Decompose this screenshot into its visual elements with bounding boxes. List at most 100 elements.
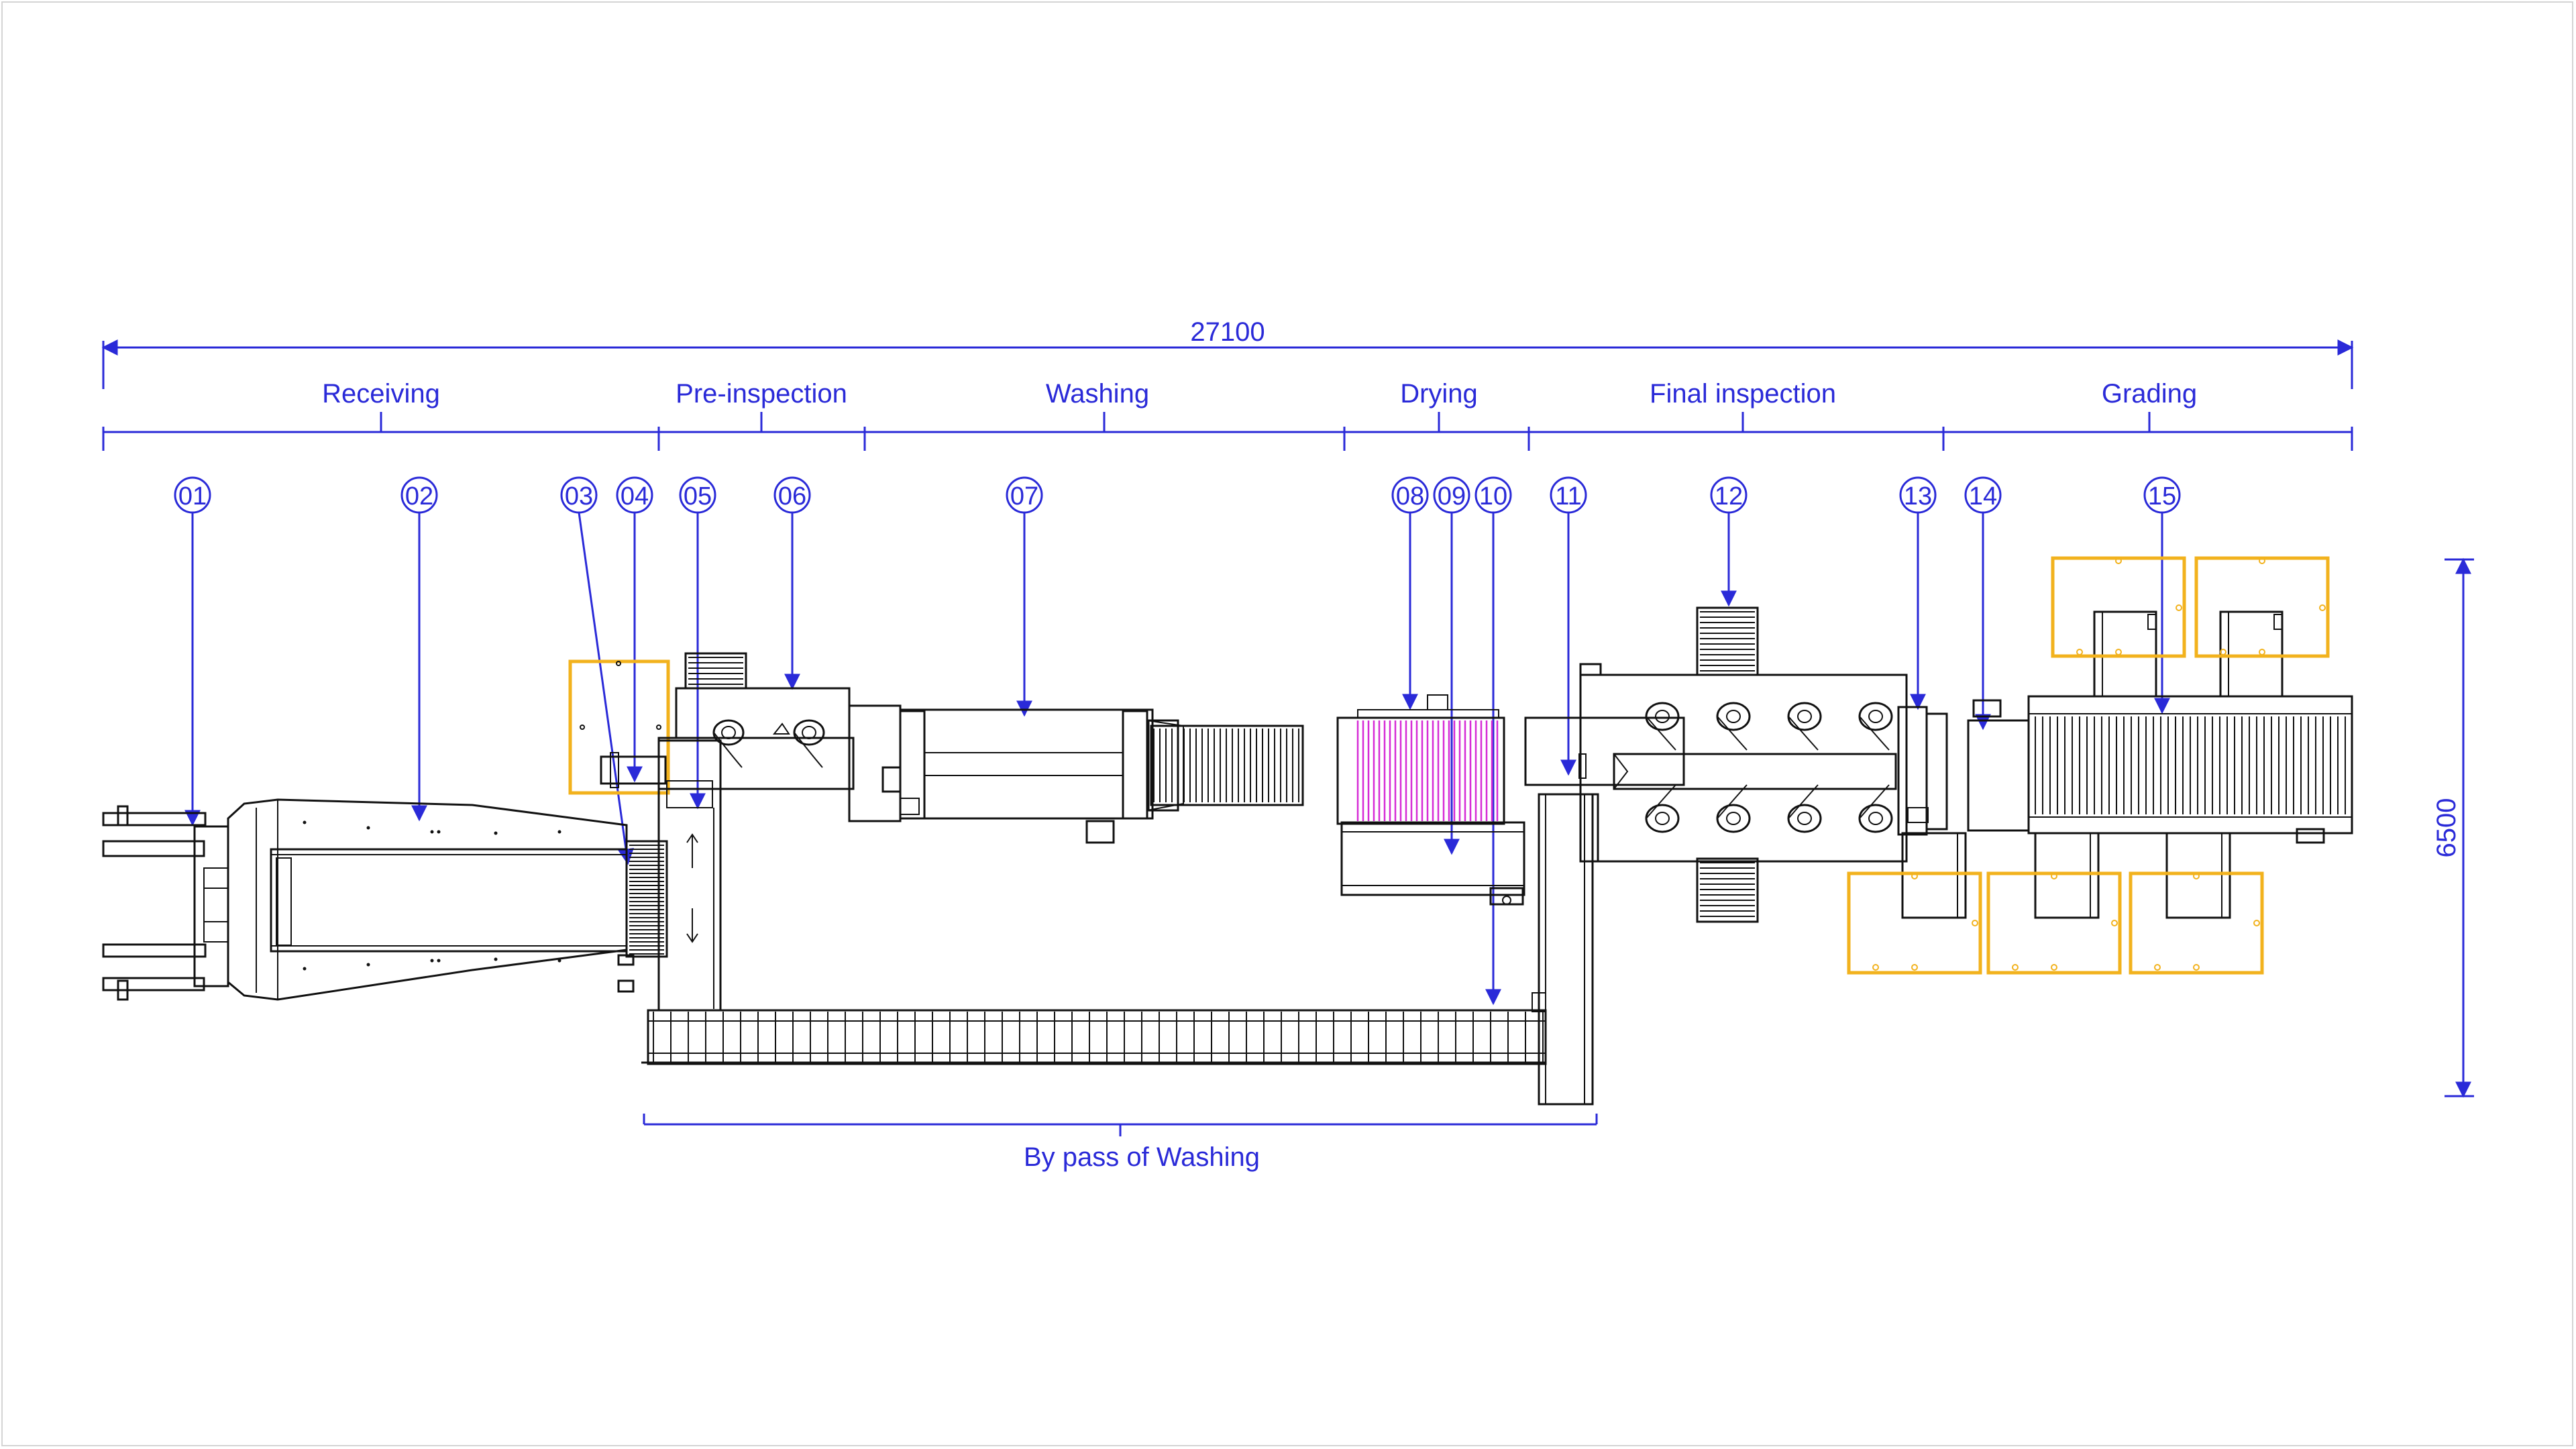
svg-text:11: 11 [1555,482,1581,511]
receiving-hopper-02 [227,798,628,1001]
svg-text:03: 03 [565,482,593,511]
inspector-arm [1788,784,1819,819]
bin-fixing-point [2051,964,2057,971]
inspector-head [1726,710,1741,723]
inspector-head [1868,710,1883,723]
grading-bins [1847,556,2330,975]
bypass-conveyor-10 [641,1009,1547,1065]
inspector-arm [1859,716,1890,751]
callout-10: 10 [1474,476,1512,1006]
grading-outlet-lower-3 [2165,832,2231,919]
bypass-label: By pass of Washing [1024,1142,1260,1172]
bin-fixing-point [2012,964,2019,971]
bin-lower-1 [1847,871,1982,975]
grading-outlet-upper-1 [2093,610,2157,698]
svg-text:06: 06 [778,482,806,511]
bin-left-04 [568,659,670,795]
inspector-head [1797,812,1812,825]
bin-fixing-point [2259,649,2265,655]
inspector-arm [1717,784,1748,819]
bin-fixing-point [2193,873,2200,879]
grading-outlet-lower-1 [1901,832,1967,919]
svg-text:05: 05 [684,482,712,511]
inspector-station-4-lower [1858,804,1893,833]
overall-length-label: 27100 [1190,317,1265,347]
washer-exit-conveyor [1150,724,1304,806]
callout-08: 08 [1391,476,1429,710]
grading-line-14-15 [1901,610,2353,919]
section-label-receiving: Receiving [322,379,440,409]
bin-fixing-point [2319,604,2326,611]
inspector-arm [1788,716,1819,751]
inspector-station-3-lower [1787,804,1822,833]
bypass-elevator-11 [1524,716,1685,1106]
inspector-head [1868,812,1883,825]
bin-lower-2 [1986,871,2122,975]
section-label-pre-inspection: Pre-inspection [676,379,847,409]
bin-fixing-point [1911,964,1918,971]
hopper-dots-top [303,820,561,971]
callout-14: 14 [1964,476,2002,731]
bin-upper-2 [2194,556,2330,658]
receiving-tipper-01 [102,805,229,1001]
callout-02: 02 [400,476,438,822]
inspector-station-2-lower [1716,804,1751,833]
inspector-station-1-lower [1645,804,1680,833]
grading-outlet-lower-2 [2034,832,2100,919]
bin-fixing-point [2076,649,2083,655]
bin-lower-3 [2129,871,2264,975]
inspector-arm [1646,716,1676,751]
callout-markers: 01 02 03 04 05 06 07 08 09 10 11 12 13 1… [174,476,2181,1006]
svg-text:07: 07 [1010,482,1038,511]
callout-15: 15 [2143,476,2181,714]
bin-fixing-point [1872,964,1879,971]
transfer-13 [1897,706,1948,836]
svg-text:01: 01 [178,482,207,511]
bin-fixing-point [2259,557,2265,564]
distribution-frame-05 [657,739,722,1012]
inspector-head [1655,710,1670,723]
svg-text:13: 13 [1904,482,1932,511]
inspector-head [1726,812,1741,825]
svg-text:12: 12 [1715,482,1743,511]
svg-text:10: 10 [1479,482,1507,511]
bypass-bracket [643,1114,1598,1136]
svg-text:02: 02 [405,482,433,511]
callout-05: 05 [679,476,716,810]
inspector-stations [712,719,825,768]
inspector-arm [1859,784,1890,819]
grading-outlet-upper-2 [2219,610,2284,698]
svg-text:04: 04 [621,482,649,511]
svg-text:09: 09 [1438,482,1466,511]
callout-07: 07 [1006,476,1043,717]
svg-text:15: 15 [2148,482,2176,511]
section-label-grading: Grading [2102,379,2197,409]
inspector-arm [1646,784,1676,819]
callout-03: 03 [560,476,634,865]
washer-07 [848,704,1184,844]
section-brackets [102,412,2353,451]
final-inspection-table-12 [1579,606,1908,923]
overall-length-dimension: 27100 [101,317,2354,389]
inspector-station-3-upper [1787,702,1822,731]
dryer-08-09 [1336,694,1525,906]
bin-fixing-point [2220,649,2226,655]
inspector-station-4-upper [1858,702,1893,731]
callout-12: 12 [1710,476,1748,607]
bin-fixing-point [2253,920,2260,926]
callout-04: 04 [616,476,653,783]
bin-upper-1 [2051,556,2186,658]
process-line-layout-drawing: 27100 Receiving Pre-inspection Washing D… [101,317,2474,1172]
inspector-head [1797,710,1812,723]
callout-01: 01 [174,476,211,826]
svg-text:14: 14 [1969,482,1997,511]
callout-06: 06 [773,476,811,690]
bin-fixing-point [2111,920,2118,926]
callout-13: 13 [1899,476,1937,710]
bin-fixing-point [1911,873,1918,879]
bin-fixing-point [2051,873,2057,879]
section-label-final-inspection: Final inspection [1650,379,1836,409]
bin-fixing-point [2115,557,2122,564]
bin-fixing-point [2176,604,2182,611]
